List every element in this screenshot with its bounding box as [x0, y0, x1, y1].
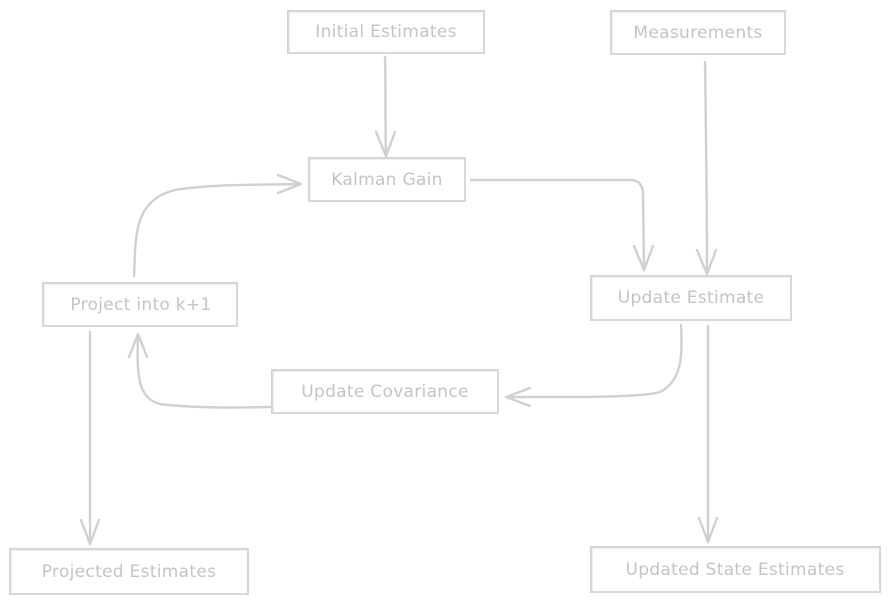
- node-measurements[interactable]: Measurements: [610, 10, 786, 55]
- node-label: Kalman Gain: [331, 170, 443, 190]
- edge-update-covariance-to-project[interactable]: [127, 332, 272, 409]
- node-project-into-k1[interactable]: Project into k+1: [42, 282, 238, 327]
- edge-measurements-to-update-estimate[interactable]: [695, 60, 718, 276]
- edge-project-to-projected-estimates[interactable]: [79, 330, 101, 546]
- edge-project-to-gain[interactable]: [132, 173, 303, 278]
- node-update-covariance[interactable]: Update Covariance: [271, 369, 499, 414]
- node-label: Updated State Estimates: [625, 560, 844, 580]
- node-label: Project into k+1: [70, 295, 211, 315]
- node-label: Initial Estimates: [315, 22, 457, 42]
- edge-update-estimate-to-updated-state[interactable]: [697, 324, 719, 544]
- node-kalman-gain[interactable]: Kalman Gain: [308, 157, 466, 202]
- node-updated-state-estimates[interactable]: Updated State Estimates: [590, 546, 881, 593]
- node-label: Measurements: [633, 23, 762, 43]
- node-projected-estimates[interactable]: Projected Estimates: [9, 548, 249, 595]
- node-label: Update Estimate: [618, 288, 765, 308]
- edge-initial-to-gain[interactable]: [374, 55, 397, 158]
- edge-update-estimate-to-update-covariance[interactable]: [504, 323, 683, 408]
- node-initial-estimates[interactable]: Initial Estimates: [287, 10, 485, 54]
- node-update-estimate[interactable]: Update Estimate: [590, 275, 792, 321]
- node-label: Projected Estimates: [42, 562, 216, 582]
- edge-gain-to-update-estimate[interactable]: [469, 178, 655, 272]
- node-label: Update Covariance: [301, 382, 469, 402]
